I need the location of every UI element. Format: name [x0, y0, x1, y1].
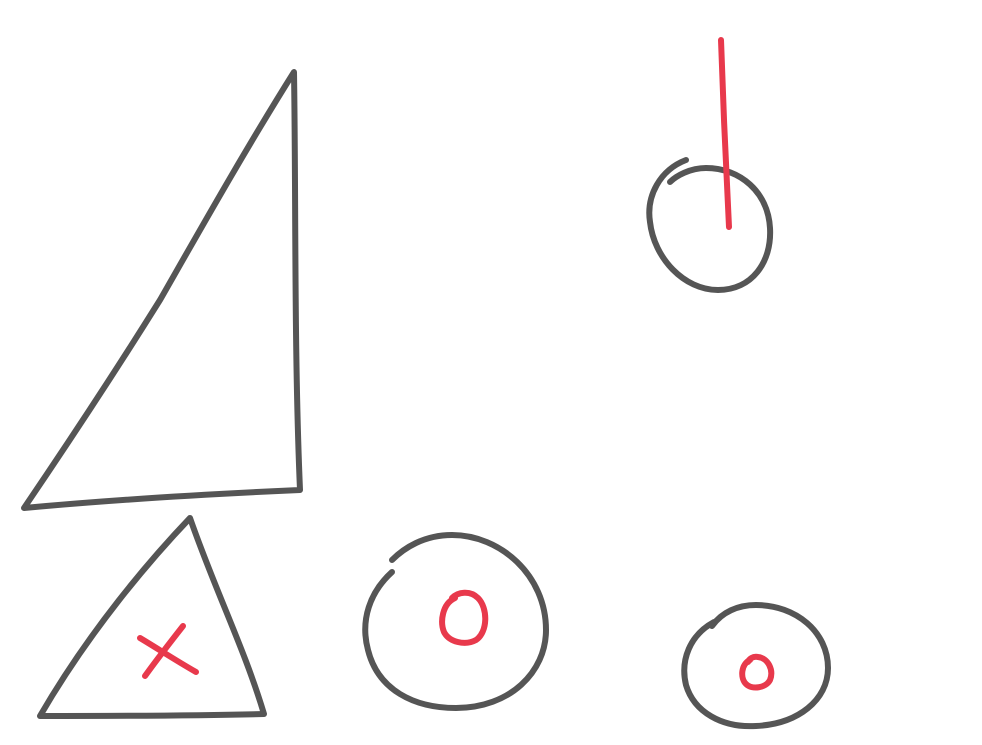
large-triangle-outline [21, 69, 303, 511]
small-triangle-outline [37, 515, 267, 719]
small-triangle-with-x [37, 515, 267, 719]
small-circle-with-vertical-line [646, 37, 774, 293]
top-circle-outline [646, 157, 774, 293]
bottom-right-circle-outline [681, 602, 831, 730]
middle-circle-outline [362, 532, 549, 711]
circle-with-o [362, 532, 549, 711]
o-mark [439, 589, 489, 646]
large-right-triangle [21, 69, 303, 511]
vertical-line-mark [718, 37, 732, 230]
small-o-mark [739, 653, 775, 691]
x-mark-stroke-1 [137, 635, 199, 675]
circle-with-small-o [681, 602, 831, 730]
x-mark-stroke-2 [142, 623, 186, 679]
